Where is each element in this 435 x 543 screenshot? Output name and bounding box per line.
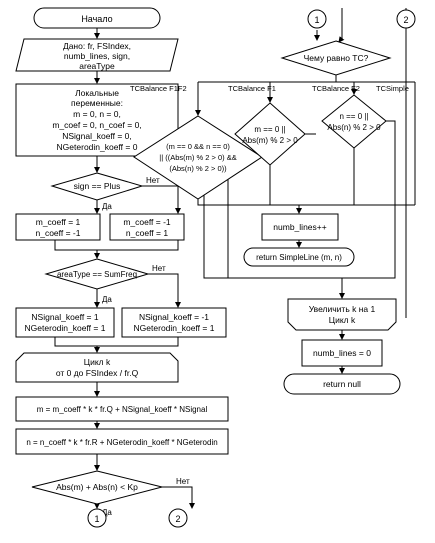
return-null-terminal: return null [283,373,401,395]
input-line: areaType [79,61,115,71]
assign-line: m_coeff = 1 [36,217,81,227]
tc-switch-label: Чему равно TC? [304,53,369,63]
m-assign-block: m = m_coeff * k * fr.Q + NSignal_koeff *… [15,396,229,422]
loop-start-block: Цикл k от 0 до FSIndex / fr.Q [15,352,179,383]
n-assign-label: n = n_coeff * k * fr.R + NGeterodin_koef… [26,438,217,447]
locals-line: NSignal_koeff = 0, [62,131,132,141]
assign-line: n_coeff = -1 [36,228,81,238]
no-label: Нет [146,176,160,185]
cond-line: || ((Abs(m) % 2 > 0) && [159,153,236,162]
cond-f2-decision: n == 0 || Abs(n) % 2 > 0 [321,94,387,149]
n-assign-block: n = n_coeff * k * fr.R + NGeterodin_koef… [15,428,229,455]
yes-label: Да [102,295,112,304]
case-label: TCBalance F1 [228,84,276,93]
connector-label: 1 [314,15,319,25]
input-line: numb_lines, sign, [64,51,130,61]
locals-line: переменные: [71,98,123,108]
numb-reset-label: numb_lines = 0 [313,348,371,358]
yes-label: Да [102,508,112,517]
assign-line: NSignal_koeff = 1 [31,312,98,322]
start-label: Начало [81,14,112,24]
assign-line: m_coeff = -1 [123,217,171,227]
connector-lines [54,8,416,509]
assign-line: n_coeff = 1 [126,228,168,238]
return-simple-terminal: return SimpleLine (m, n) [243,247,355,267]
numb-inc-block: numb_lines++ [261,213,339,241]
assign-line: NSignal_koeff = -1 [139,312,209,322]
sign-yes-block: m_coeff = 1 n_coeff = -1 [15,213,101,241]
connector-label: 1 [94,514,99,524]
case-label: TCBalance F1F2 [130,84,187,93]
abs-cond-label: Abs(m) + Abs(n) < Kp [56,482,138,492]
connector-1-bottom: 1 [87,508,107,528]
input-block: Дано: fr, FSIndex, numb_lines, sign, are… [15,38,179,72]
assign-line: NGeterodin_koeff = 1 [134,323,215,333]
assign-line: NGeterodin_koeff = 1 [25,323,106,333]
connector-label: 2 [403,15,408,25]
tc-switch: Чему равно TC? [280,40,392,76]
connector-2-top: 2 [396,9,416,29]
local-vars-block: Локальные переменные: m = 0, n = 0, m_co… [15,83,179,157]
return-simple-label: return SimpleLine (m, n) [256,253,342,262]
sign-no-block: m_coeff = -1 n_coeff = 1 [109,213,185,241]
cond-line: (Abs(n) % 2 > 0)) [169,164,227,173]
sign-decision: sign == Plus Да Нет [50,172,160,211]
locals-line: NGeterodin_koeff = 0 [57,142,138,152]
m-assign-label: m = m_coeff * k * fr.Q + NSignal_koeff *… [37,405,208,414]
yes-label: Да [102,202,112,211]
area-cond-label: areaType == SumFreq [57,270,137,279]
loop-end-line: Цикл k [329,315,356,325]
connector-2-bottom: 2 [168,508,188,528]
return-null-label: return null [323,379,361,389]
numb-reset-block: numb_lines = 0 [301,339,383,367]
connector-label: 2 [175,514,180,524]
locals-line: m_coef = 0, n_coef = 0, [52,120,141,130]
abs-decision: Abs(m) + Abs(n) < Kp Да Нет [31,470,190,517]
sign-cond-label: sign == Plus [74,181,121,191]
cond-f1-decision: m == 0 || Abs(m) % 2 > 0 [234,102,306,166]
case-label: TCSimple [376,84,409,93]
no-label: Нет [176,477,190,486]
area-no-block: NSignal_koeff = -1 NGeterodin_koeff = 1 [121,307,227,338]
case-label: TCBalance F2 [312,84,360,93]
locals-line: m = 0, n = 0, [73,109,121,119]
input-line: Дано: fr, FSIndex, [63,41,131,51]
locals-line: Локальные [75,88,119,98]
no-label: Нет [152,264,166,273]
numb-inc-label: numb_lines++ [273,222,326,232]
area-yes-block: NSignal_koeff = 1 NGeterodin_koeff = 1 [15,307,115,338]
loop-line: от 0 до FSIndex / fr.Q [56,368,139,378]
cond-line: Abs(n) % 2 > 0 [327,123,381,132]
cond-line: m == 0 || [254,125,285,134]
loop-end-block: Увеличить k на 1 Цикл k [287,298,397,331]
cond-line: (m == 0 && n == 0) [166,142,230,151]
start-terminal: Начало [33,7,161,29]
cond-line: n == 0 || [339,112,368,121]
connector-1-top: 1 [307,9,327,29]
area-decision: areaType == SumFreq Да Нет [44,258,166,304]
loop-end-line: Увеличить k на 1 [309,304,376,314]
cond-line: Abs(m) % 2 > 0 [242,136,298,145]
cond-f1f2-decision: (m == 0 && n == 0) || ((Abs(m) % 2 > 0) … [133,115,263,200]
loop-line: Цикл k [84,357,111,367]
